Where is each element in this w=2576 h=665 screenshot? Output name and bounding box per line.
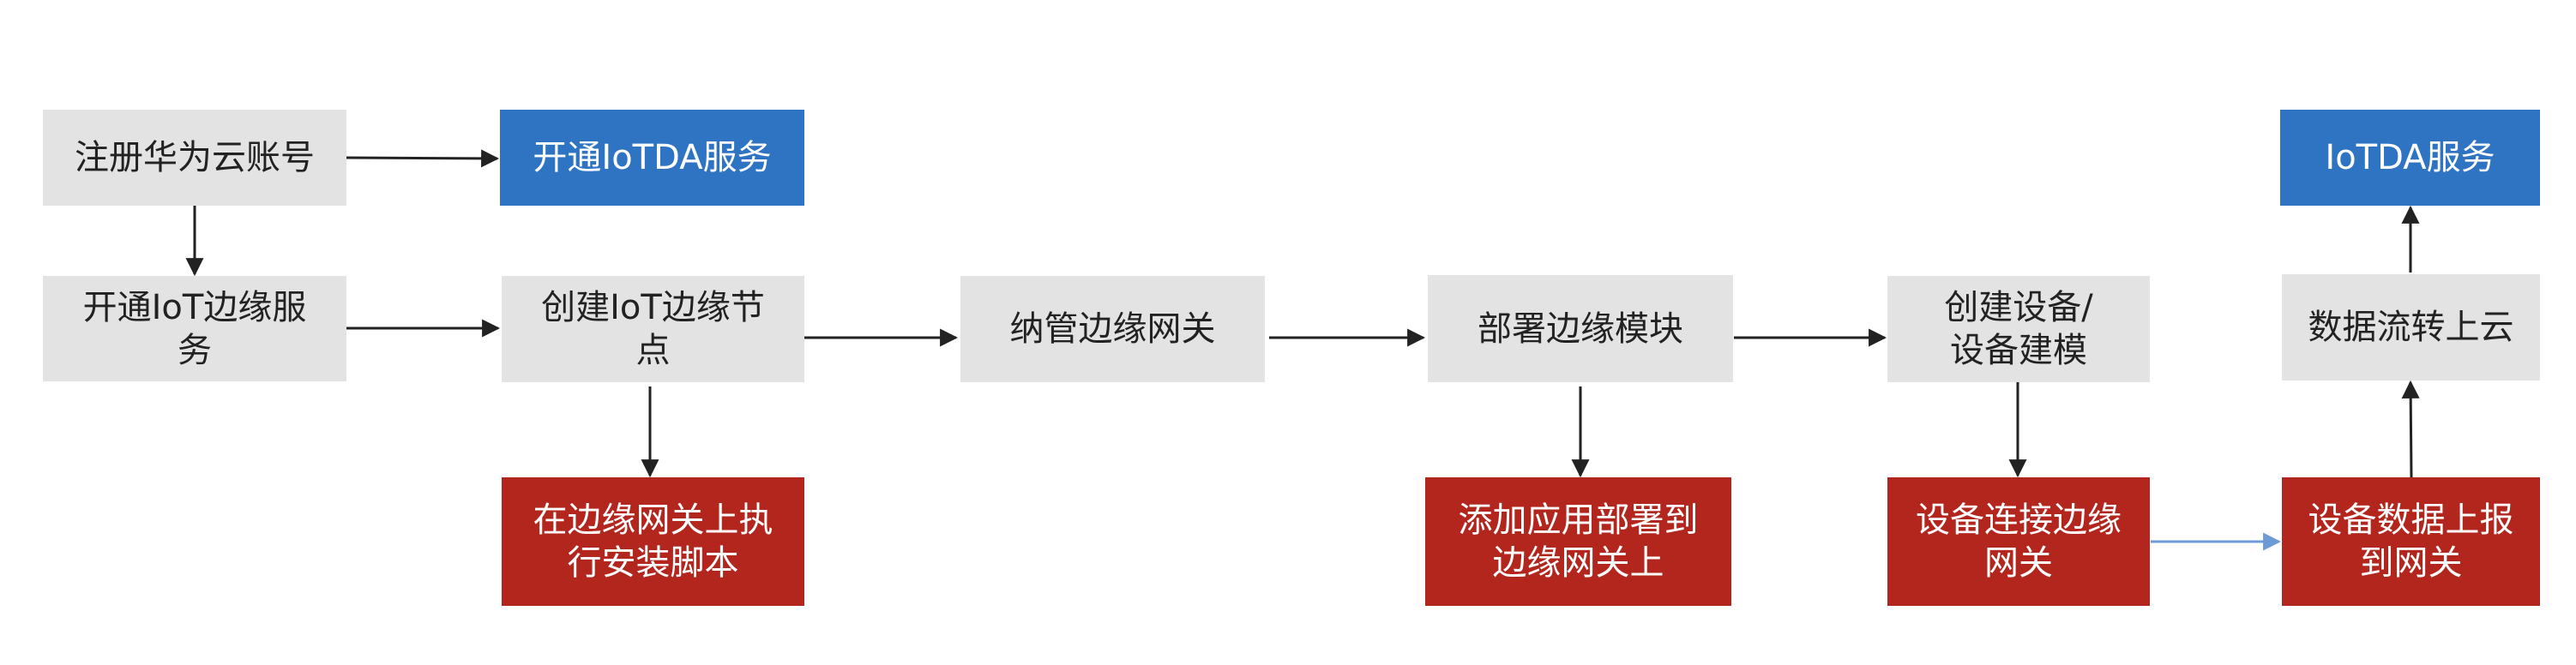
register-huawei-cloud-box: 注册华为云账号 — [43, 110, 346, 206]
create-edge-node-label: 创建IoT边缘节点 — [541, 288, 765, 370]
manage-gateway-label: 纳管边缘网关 — [1009, 309, 1216, 349]
data-to-cloud-box: 数据流转上云 — [2282, 274, 2540, 380]
iotda-service-box: IoTDA服务 — [2280, 110, 2540, 206]
open-iotda-label: 开通IoTDA服务 — [533, 138, 772, 177]
deploy-module-label: 部署边缘模块 — [1478, 309, 1683, 349]
open-iot-edge-label: 开通IoT边缘服务 — [82, 287, 307, 370]
data-to-cloud-label: 数据流转上云 — [2308, 308, 2514, 347]
manage-gateway-box: 纳管边缘网关 — [960, 276, 1265, 382]
create-edge-node-box: 创建IoT边缘节点 — [502, 276, 804, 382]
add-app-label: 添加应用部署到边缘网关上 — [1458, 500, 1699, 583]
create-device-box: 创建设备/设备建模 — [1887, 276, 2150, 382]
add-app-box: 添加应用部署到边缘网关上 — [1425, 477, 1731, 606]
arrow-device-report-to-data-to-cloud — [2401, 380, 2420, 478]
device-connect-label: 设备连接边缘网关 — [1916, 500, 2122, 583]
install-script-label: 在边缘网关上执行安装脚本 — [533, 500, 773, 583]
open-iotda-box: 开通IoTDA服务 — [500, 110, 804, 206]
device-report-box: 设备数据上报到网关 — [2282, 477, 2540, 606]
install-script-box: 在边缘网关上执行安装脚本 — [502, 477, 804, 606]
deploy-module-box: 部署边缘模块 — [1428, 275, 1733, 382]
arrow-register-to-open-iotda — [346, 149, 500, 168]
device-connect-box: 设备连接边缘网关 — [1887, 477, 2150, 606]
register-huawei-cloud-label: 注册华为云账号 — [75, 138, 315, 177]
create-device-label: 创建设备/设备建模 — [1944, 288, 2093, 370]
iotda-service-label: IoTDA服务 — [2325, 138, 2495, 177]
device-report-label: 设备数据上报到网关 — [2308, 500, 2514, 583]
open-iot-edge-box: 开通IoT边缘服务 — [43, 276, 346, 381]
